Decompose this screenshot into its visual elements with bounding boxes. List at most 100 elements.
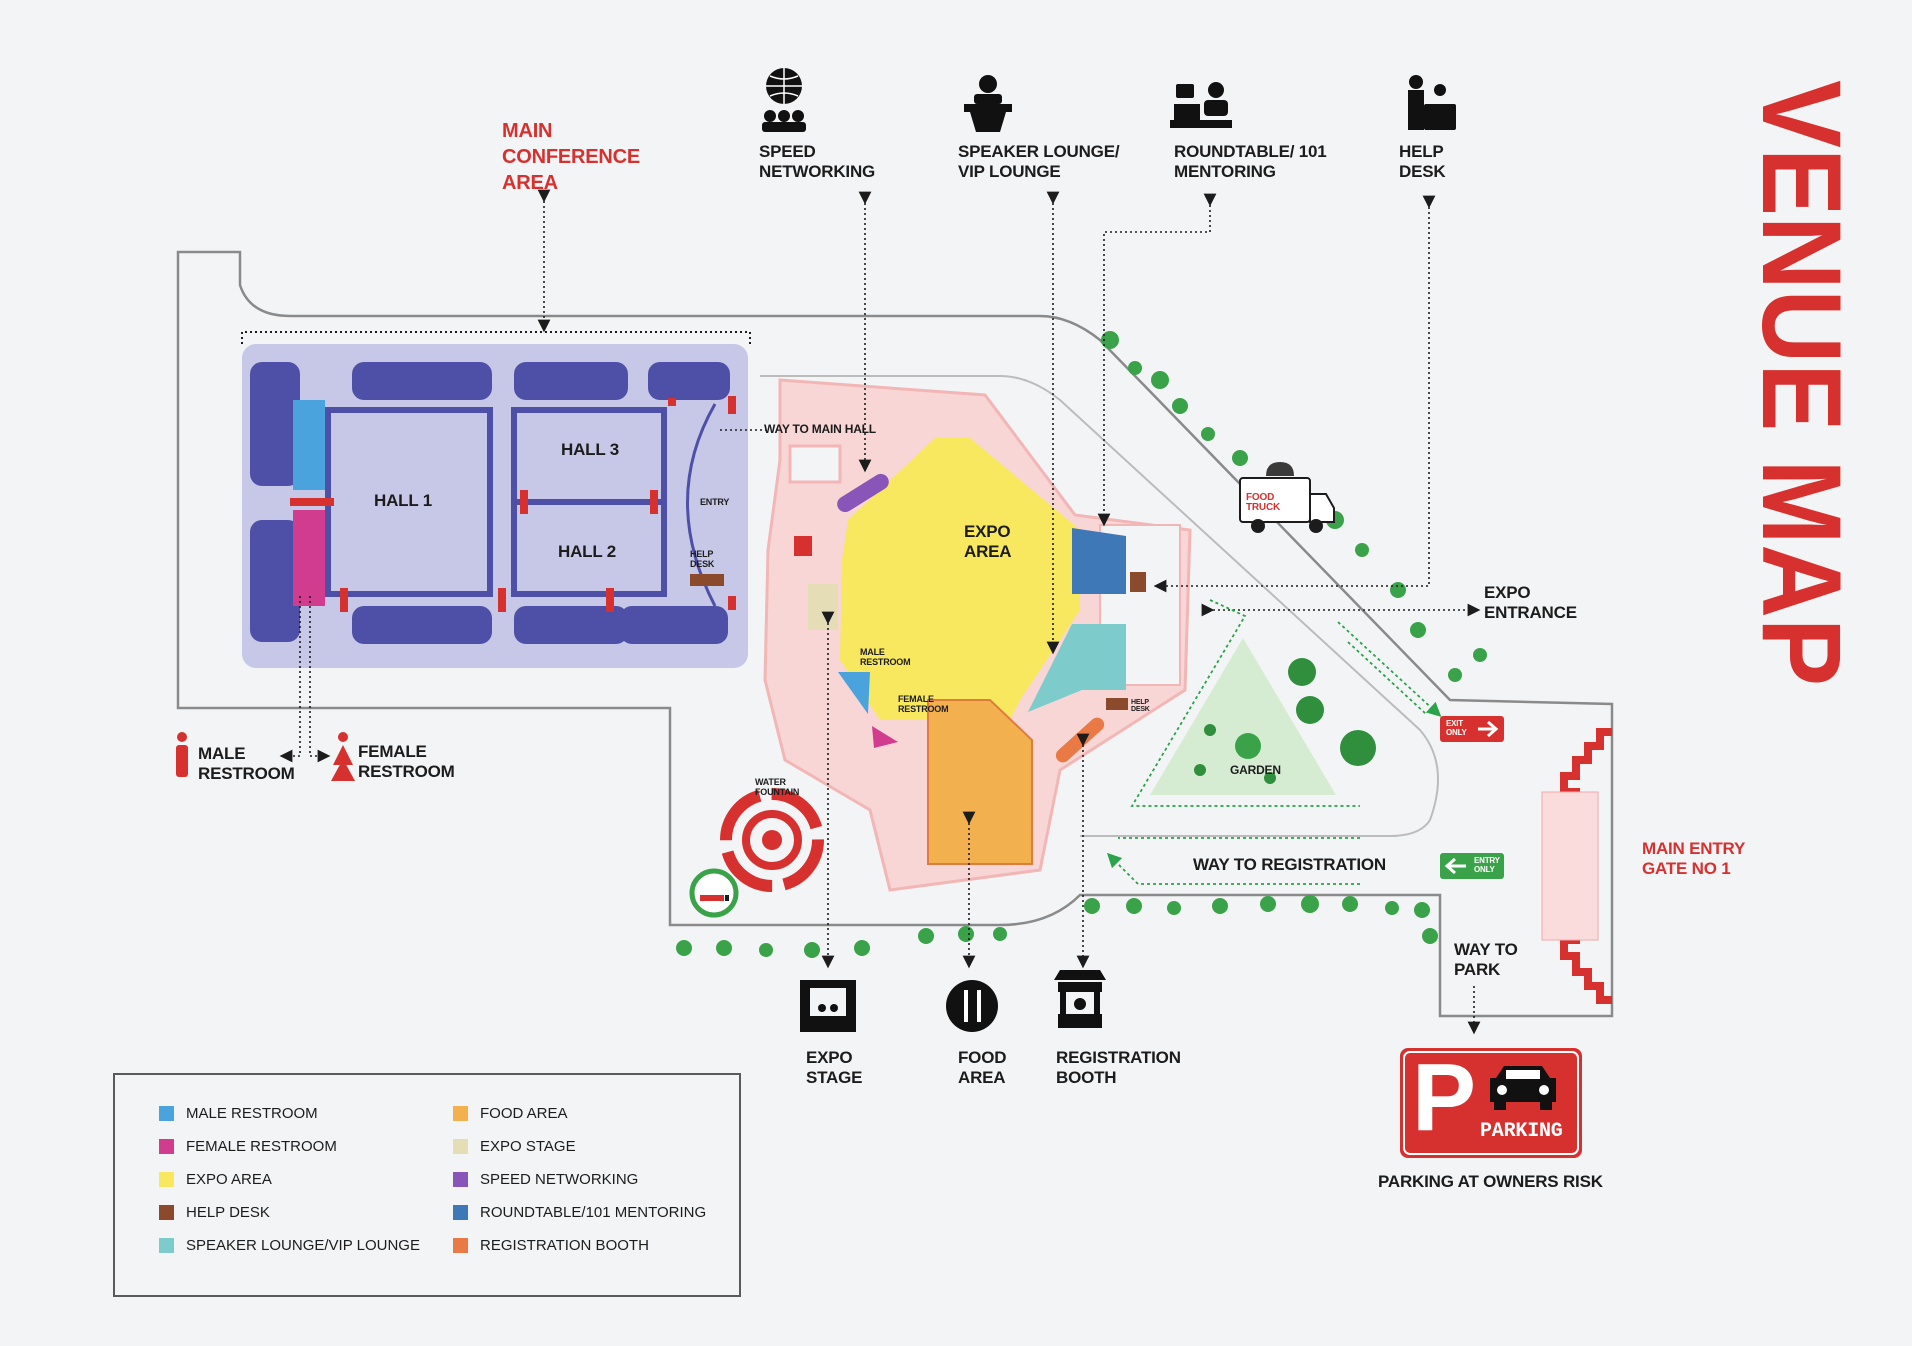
- main-conference-label: MAIN CONFERENCE AREA: [502, 120, 641, 194]
- female-restroom-label: FEMALE RESTROOM: [358, 742, 455, 781]
- way-to-registration-label: WAY TO REGISTRATION: [1193, 855, 1386, 874]
- speaker-lounge-zone: [1028, 624, 1126, 712]
- speed-networking-zone: [837, 473, 889, 513]
- expo-room-left: [788, 444, 842, 484]
- legend-label: REGISTRATION BOOTH: [480, 1237, 649, 1254]
- legend-swatch: [159, 1205, 174, 1220]
- way-to-main-hall-label: WAY TO MAIN HALL: [764, 422, 876, 436]
- expo-area-zone: [840, 438, 1080, 720]
- entry-only-sign: [1440, 853, 1504, 879]
- leader-lines: [279, 189, 1481, 1035]
- stage-icon: [800, 980, 856, 1032]
- conference-female-restroom: [293, 510, 325, 606]
- conference-male-restroom: [293, 400, 325, 490]
- male-restroom-label: MALE RESTROOM: [198, 744, 295, 783]
- legend-label: ROUNDTABLE/101 MENTORING: [480, 1204, 707, 1221]
- main-gate-grid: [1541, 791, 1599, 941]
- hall-3-label: HALL 3: [561, 440, 619, 459]
- legend-label: FEMALE RESTROOM: [186, 1138, 337, 1155]
- legend-label: SPEED NETWORKING: [480, 1171, 639, 1188]
- legend-swatch: [159, 1172, 174, 1187]
- parking-note: PARKING AT OWNERS RISK: [1378, 1172, 1603, 1191]
- legend-item: HELP DESK: [159, 1204, 270, 1221]
- car-icon: [1490, 1066, 1556, 1110]
- legend-swatch: [453, 1106, 468, 1121]
- globe-people-icon: [762, 68, 806, 132]
- speaker-lounge-label: SPEAKER LOUNGE/ VIP LOUNGE: [958, 142, 1120, 181]
- legend-label: EXPO AREA: [186, 1171, 272, 1188]
- expo-male-restroom-zone: [838, 672, 870, 714]
- legend-swatch: [453, 1205, 468, 1220]
- entry-only-label: ENTRY ONLY: [1474, 856, 1500, 874]
- conference-doors: [290, 396, 736, 612]
- expo-area-label: EXPO AREA: [964, 522, 1012, 561]
- garden-zone: [1150, 638, 1336, 795]
- venue-map-title-text: VENUE MAP: [1739, 80, 1855, 686]
- food-area-label: FOOD AREA: [958, 1048, 1007, 1087]
- registration-booth-label: REGISTRATION BOOTH: [1056, 1048, 1181, 1087]
- expo-help-desk-zone: [1130, 572, 1146, 592]
- legend-swatch: [453, 1238, 468, 1253]
- booth-icon: [1054, 970, 1106, 1028]
- expo-help-desk-label: HELP DESK: [1131, 699, 1150, 713]
- water-fountain: [720, 788, 824, 892]
- conference-booths: [250, 362, 730, 644]
- parking-letter: P: [1412, 1044, 1476, 1151]
- legend-label: MALE RESTROOM: [186, 1105, 318, 1122]
- legend-swatch: [453, 1139, 468, 1154]
- cutlery-icon: [946, 980, 998, 1032]
- inner-road: [760, 375, 1439, 837]
- legend-item: ROUNDTABLE/101 MENTORING: [453, 1204, 706, 1221]
- female-icon: [331, 732, 355, 781]
- hall-2: [511, 499, 667, 597]
- food-area-zone: [927, 699, 1033, 865]
- legend-item: FOOD AREA: [453, 1105, 568, 1122]
- legend-item: EXPO AREA: [159, 1171, 272, 1188]
- legend-label: FOOD AREA: [480, 1105, 568, 1122]
- expo-stairs: [794, 536, 812, 556]
- legend-swatch: [159, 1238, 174, 1253]
- way-to-park-label: WAY TO PARK: [1454, 940, 1518, 979]
- help-desk-icon: [1408, 75, 1456, 130]
- expo-help-desk-zone-2: [1106, 698, 1128, 710]
- hall-2-label: HALL 2: [558, 542, 616, 561]
- expo-female-restroom-label: FEMALE RESTROOM: [898, 694, 949, 714]
- legend-item: MALE RESTROOM: [159, 1105, 318, 1122]
- smoking-icon: [689, 868, 739, 918]
- conference-help-desk: [690, 574, 724, 586]
- roundtable-zone: [1072, 528, 1126, 594]
- legend-item: REGISTRATION BOOTH: [453, 1237, 649, 1254]
- speed-networking-label: SPEED NETWORKING: [759, 142, 876, 181]
- hall-3: [511, 407, 667, 505]
- green-route-lines: [1106, 599, 1442, 885]
- entry-label: ENTRY: [700, 497, 730, 507]
- legend-item: EXPO STAGE: [453, 1138, 576, 1155]
- legend-label: HELP DESK: [186, 1204, 270, 1221]
- expo-female-restroom-zone: [872, 726, 898, 748]
- garden-trees: [1194, 658, 1376, 784]
- legend-swatch: [159, 1139, 174, 1154]
- male-icon: [176, 732, 188, 777]
- legend-label: EXPO STAGE: [480, 1138, 576, 1155]
- help-desk-top-label: HELP DESK: [1399, 142, 1446, 181]
- food-truck-label: FOOD TRUCK: [1246, 492, 1280, 513]
- water-fountain-label: WATER FOUNTAIN: [755, 777, 800, 797]
- expo-entrance-label: EXPO ENTRANCE: [1484, 583, 1577, 622]
- garden-label: GARDEN: [1230, 763, 1281, 777]
- hall-1-label: HALL 1: [374, 491, 432, 510]
- legend: MALE RESTROOM FEMALE RESTROOM EXPO AREA …: [113, 1073, 741, 1297]
- exit-only-label: EXIT ONLY: [1446, 719, 1467, 737]
- garden-pond: [1235, 733, 1261, 759]
- roundtable-label: ROUNDTABLE/ 101 MENTORING: [1174, 142, 1327, 181]
- parking-word: PARKING: [1480, 1120, 1563, 1143]
- legend-item: FEMALE RESTROOM: [159, 1138, 337, 1155]
- expo-male-restroom-label: MALE RESTROOM: [860, 647, 911, 667]
- mentoring-icon: [1170, 82, 1232, 128]
- legend-swatch: [159, 1106, 174, 1121]
- venue-map-title: VENUE MAP: [1739, 80, 1855, 686]
- legend-item: SPEED NETWORKING: [453, 1171, 638, 1188]
- conference-bracket: [241, 331, 751, 344]
- legend-item: SPEAKER LOUNGE/VIP LOUNGE: [159, 1237, 420, 1254]
- site-boundary: [176, 250, 1614, 1018]
